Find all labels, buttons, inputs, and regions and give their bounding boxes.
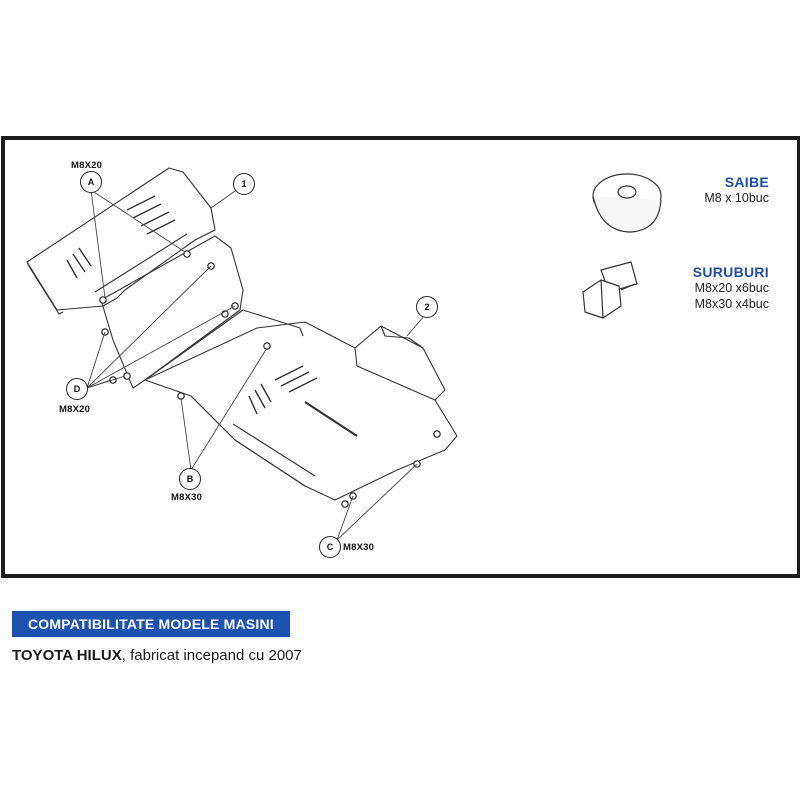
screw-title: SURUBURI (692, 264, 769, 280)
washer-drawing (592, 173, 662, 233)
bolt-size-label-b: M8X30 (171, 492, 203, 503)
screw-legend: SURUBURI M8x20 x6buc M8x30 x4buc (693, 264, 769, 312)
skid-plate-drawing (26, 167, 662, 541)
bolt-drawing (582, 261, 638, 319)
car-model: TOYOTA HILUX (12, 647, 122, 664)
washer-title: SAIBE (724, 174, 769, 190)
part1-middle-plate (100, 235, 244, 389)
callout-part-1: 1 (233, 173, 255, 195)
compatibility-banner: COMPATIBILITATE MODELE MASINI (12, 611, 290, 637)
screw-quantity-m8x30: M8x30 x4buc (694, 297, 769, 311)
callout-part-2: 2 (416, 296, 438, 318)
washer-quantity: M8 x 10buc (704, 191, 769, 205)
callout-a: A (80, 171, 102, 193)
callout-b: B (179, 468, 201, 490)
callout-d: D (66, 378, 88, 400)
bolt-size-label-c: M8X30 (343, 542, 375, 553)
screw-quantity-m8x20: M8x20 x6buc (694, 281, 769, 295)
callout-c: C (319, 536, 341, 558)
compatibility-text: TOYOTA HILUX, fabricat incepand cu 2007 (12, 647, 302, 664)
diagram-frame: M8X20 A 1 2 D M8X20 B M8X30 C M8X30 SAIB… (1, 136, 800, 578)
car-model-detail: , fabricat incepand cu 2007 (121, 647, 302, 664)
washer-legend: SAIBE M8 x 10buc (704, 174, 769, 206)
bolt-size-label-d: M8X20 (59, 404, 91, 415)
bolt-size-label-a: M8X20 (71, 160, 103, 171)
part1-front-plate (26, 167, 216, 311)
